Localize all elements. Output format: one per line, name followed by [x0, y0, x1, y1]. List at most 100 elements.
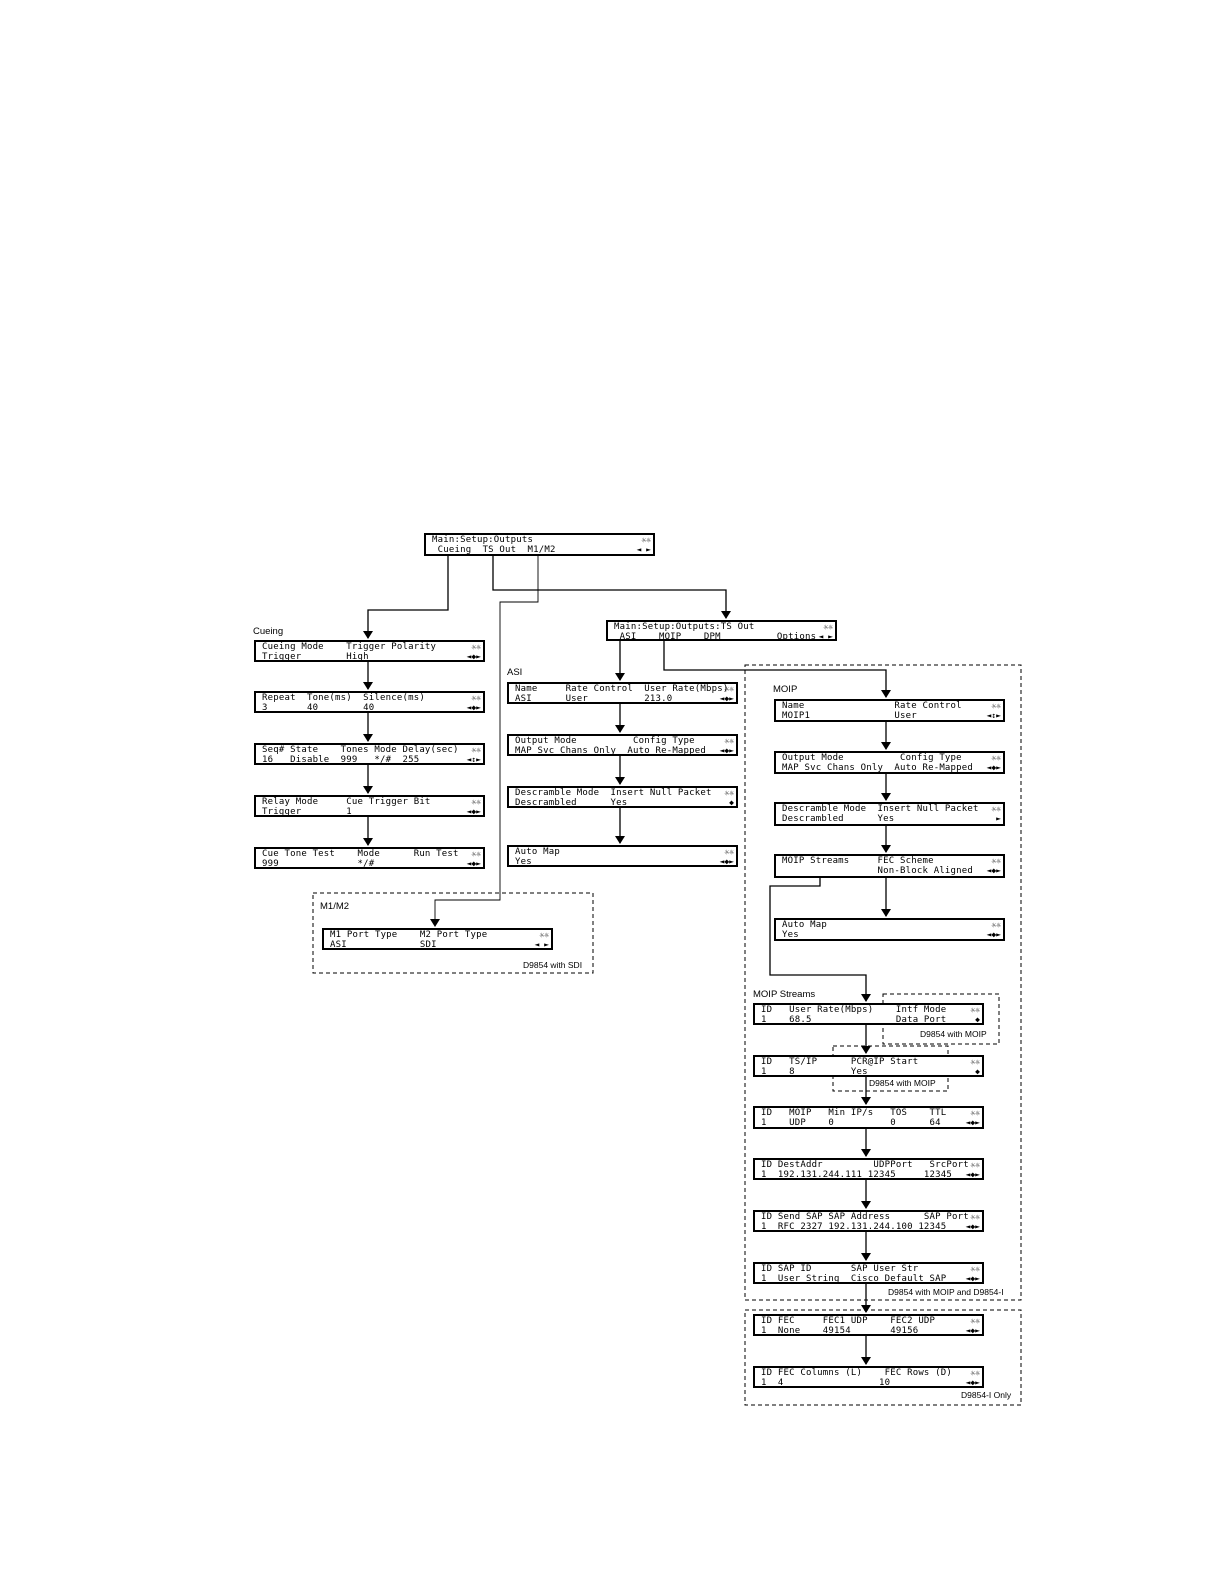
screen-line-2: Trigger 1: [262, 807, 352, 817]
nav-arrows-icon: ◄◆►: [719, 857, 734, 866]
sun-icon: ☼☼: [539, 931, 549, 940]
sun-icon: ☼☼: [970, 1317, 980, 1326]
screen-line-2: Yes: [782, 930, 799, 940]
screen-stream-dest-addr[interactable]: ID DestAddr UDPPort SrcPort 1 192.131.24…: [753, 1158, 984, 1180]
screen-line-2: MAP Svc Chans Only Auto Re-Mapped: [782, 763, 974, 773]
nav-arrows-icon: ◄ ►: [534, 940, 549, 949]
nav-arrows-icon: ◄◆►: [986, 866, 1001, 875]
screen-line-1: ID FEC Columns (L) FEC Rows (D): [761, 1368, 953, 1378]
sun-icon: ☼☼: [970, 1369, 980, 1378]
screen-line-2: Yes: [515, 857, 532, 867]
sun-icon: ☼☼: [724, 848, 734, 857]
screen-line-1: ID DestAddr UDPPort SrcPort: [761, 1160, 969, 1170]
screen-line-1: Name Rate Control User Rate(Mbps): [515, 684, 729, 694]
sun-icon: ☼☼: [970, 1058, 980, 1067]
screen-stream-fec-columns[interactable]: ID FEC Columns (L) FEC Rows (D) 1 4 10 ☼…: [753, 1366, 984, 1388]
screen-line-1: ID TS/IP PCR@IP Start: [761, 1057, 919, 1067]
cueing-section-label: Cueing: [253, 626, 284, 637]
screen-ts-out[interactable]: Main:Setup:Outputs:TS Out ASI MOIP DPM O…: [606, 620, 837, 642]
nav-arrows-icon: ◄◆►: [986, 930, 1001, 939]
screen-moip-streams-fec[interactable]: MOIP Streams FEC Scheme Non-Block Aligne…: [774, 854, 1005, 878]
sun-icon: ☼☼: [991, 805, 1001, 814]
screen-stream-user-rate[interactable]: ID User Rate(Mbps) Intf Mode 1 68.5 Data…: [753, 1003, 984, 1025]
screen-cueing-seq[interactable]: Seq# State Tones Mode Delay(sec) 16 Disa…: [254, 743, 485, 765]
screen-line-1: Descramble Mode Insert Null Packet: [782, 804, 979, 814]
nav-arrows-icon: ◄◆►: [965, 1378, 980, 1387]
nav-arrows-icon: ◄◆►: [965, 1170, 980, 1179]
screen-line-1: Output Mode Config Type: [782, 753, 962, 763]
screen-line-2: ASI MOIP DPM Options: [614, 632, 817, 642]
sun-icon: ☼☼: [991, 857, 1001, 866]
screen-line-2: Trigger High: [262, 652, 369, 662]
sun-icon: ☼☼: [724, 789, 734, 798]
sun-icon: ☼☼: [471, 798, 481, 807]
screen-main-setup-outputs[interactable]: Main:Setup:Outputs Cueing TS Out M1/M2 ☼…: [424, 533, 655, 556]
nav-arrows-icon: ◄◆►: [466, 652, 481, 661]
nav-arrows-icon: ◆: [975, 1067, 980, 1076]
screen-moip-descramble[interactable]: Descramble Mode Insert Null Packet Descr…: [774, 802, 1005, 826]
sun-icon: ☼☼: [641, 536, 651, 545]
sun-icon: ☼☼: [970, 1213, 980, 1222]
screen-line-1: Auto Map: [515, 847, 560, 857]
screen-asi-output-mode[interactable]: Output Mode Config Type MAP Svc Chans On…: [507, 734, 738, 756]
screen-line-2: 1 192.131.244.111 12345 12345: [761, 1170, 953, 1180]
screen-cue-tone-test[interactable]: Cue Tone Test Mode Run Test 999 */# ☼☼ ◄…: [254, 847, 485, 869]
screen-stream-send-sap[interactable]: ID Send SAP SAP Address SAP Port 1 RFC 2…: [753, 1210, 984, 1232]
screen-line-1: ID User Rate(Mbps) Intf Mode: [761, 1005, 947, 1015]
screen-asi-auto-map[interactable]: Auto Map Yes ☼☼ ◄◆►: [507, 845, 738, 867]
nav-arrows-icon: ◄◆►: [719, 746, 734, 755]
screen-cueing-mode[interactable]: Cueing Mode Trigger Polarity Trigger Hig…: [254, 640, 485, 662]
screen-line-2: MAP Svc Chans Only Auto Re-Mapped: [515, 746, 707, 756]
sun-icon: ☼☼: [724, 737, 734, 746]
nav-arrows-icon: ◆: [975, 1015, 980, 1024]
sun-icon: ☼☼: [970, 1006, 980, 1015]
screen-asi-descramble[interactable]: Descramble Mode Insert Null Packet Descr…: [507, 786, 738, 808]
screen-line-1: Seq# State Tones Mode Delay(sec): [262, 745, 459, 755]
m1m2-section-label: M1/M2: [320, 901, 350, 912]
sun-icon: ☼☼: [724, 685, 734, 694]
screen-line-2: 1 UDP 0 0 64: [761, 1118, 941, 1128]
screen-stream-moip-udp[interactable]: ID MOIP Min IP/s TOS TTL 1 UDP 0 0 64 ☼☼…: [753, 1106, 984, 1129]
note-d9854-moip-intf: D9854 with MOIP: [920, 1029, 987, 1039]
screen-line-1: Repeat Tone(ms) Silence(ms): [262, 693, 425, 703]
screen-stream-fec[interactable]: ID FEC FEC1 UDP FEC2 UDP 1 None 49154 49…: [753, 1314, 984, 1336]
note-d9854i-only: D9854-I Only: [961, 1390, 1012, 1400]
screen-line-2: 999 */#: [262, 859, 375, 869]
screen-line-1: M1 Port Type M2 Port Type: [330, 930, 488, 940]
screen-line-2: 1 User String Cisco Default SAP: [761, 1274, 947, 1284]
arrow-to-cueing: [363, 556, 449, 639]
screen-line-2: MOIP1 User: [782, 711, 917, 721]
moip-section-label: MOIP: [773, 684, 798, 695]
nav-arrows-icon: ◄◆►: [965, 1222, 980, 1231]
moip-streams-section-label: MOIP Streams: [753, 989, 816, 1000]
sun-icon: ☼☼: [970, 1265, 980, 1274]
asi-section-label: ASI: [507, 667, 523, 678]
nav-arrows-icon: ◄ ►: [636, 545, 651, 554]
screen-stream-sap-id[interactable]: ID SAP ID SAP User Str 1 User String Cis…: [753, 1262, 984, 1284]
screen-line-2: 1 None 49154 49156: [761, 1326, 919, 1336]
screen-cueing-relay[interactable]: Relay Mode Cue Trigger Bit Trigger 1 ☼☼ …: [254, 795, 485, 817]
screen-moip-auto-map[interactable]: Auto Map Yes ☼☼ ◄◆►: [774, 918, 1005, 941]
screen-line-1: Auto Map: [782, 920, 827, 930]
arrow-to-m1m2: [430, 556, 539, 927]
nav-arrows-icon: ◄ ►: [818, 632, 833, 641]
screen-line-2: Cueing TS Out M1/M2: [432, 545, 556, 555]
screen-line-2: Non-Block Aligned: [782, 866, 974, 876]
screen-line-2: 1 8 Yes: [761, 1067, 868, 1077]
screen-moip-output-mode[interactable]: Output Mode Config Type MAP Svc Chans On…: [774, 751, 1005, 774]
screen-moip-name[interactable]: Name Rate Control MOIP1 User ☼☼ ◄↕►: [774, 699, 1005, 722]
screen-line-2: 3 40 40: [262, 703, 375, 713]
screen-stream-ts-ip[interactable]: ID TS/IP PCR@IP Start 1 8 Yes ☼☼ ◆: [753, 1055, 984, 1077]
sun-icon: ☼☼: [991, 754, 1001, 763]
screen-cueing-repeat[interactable]: Repeat Tone(ms) Silence(ms) 3 40 40 ☼☼ ◄…: [254, 691, 485, 713]
screen-m1m2-port-type[interactable]: M1 Port Type M2 Port Type ASI SDI ☼☼ ◄ ►: [322, 928, 553, 950]
screen-line-1: Name Rate Control: [782, 701, 962, 711]
screen-line-1: Main:Setup:Outputs:TS Out: [614, 622, 755, 632]
nav-arrows-icon: ◄◆►: [466, 807, 481, 816]
m1m2-group-box: [312, 892, 594, 974]
screen-line-1: ID Send SAP SAP Address SAP Port: [761, 1212, 969, 1222]
screen-line-2: 16 Disable 999 */# 255: [262, 755, 420, 765]
screen-asi-name[interactable]: Name Rate Control User Rate(Mbps) ASI Us…: [507, 682, 738, 704]
sun-icon: ☼☼: [471, 643, 481, 652]
nav-arrows-icon: ◄◆►: [466, 859, 481, 868]
